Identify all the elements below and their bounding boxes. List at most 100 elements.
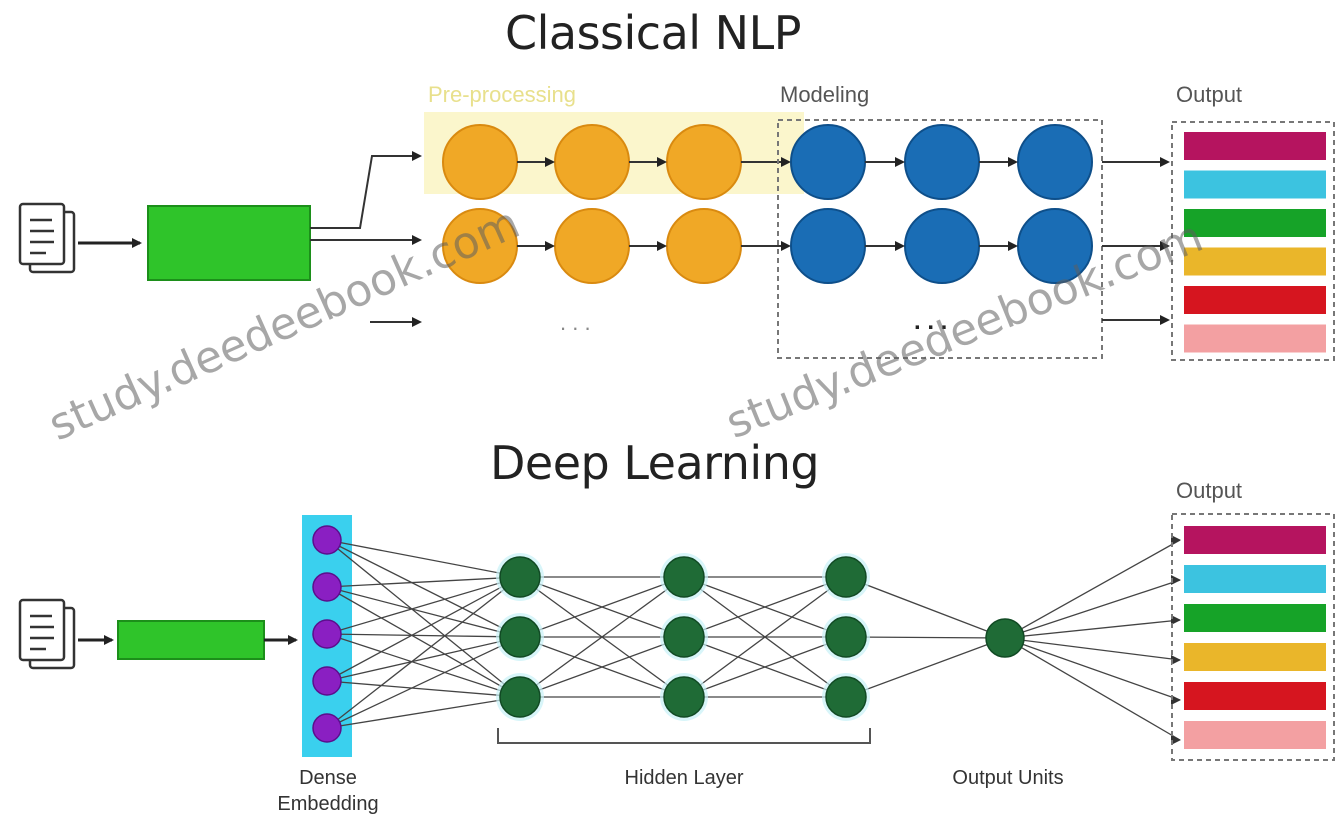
arrow-head [1171, 575, 1181, 585]
preprocessing-label: Pre-processing [428, 82, 576, 107]
hidden-node [825, 556, 867, 598]
connection [845, 576, 1006, 639]
hidden-layer-label: Hidden Layer [624, 767, 744, 789]
dense-label-line1: Dense [299, 767, 357, 789]
connection [326, 586, 521, 698]
output-bar [1184, 526, 1326, 554]
output-bar [1184, 604, 1326, 632]
classical-title: Classical NLP [505, 6, 801, 60]
modeling-box [777, 119, 1103, 359]
preprocessing-node [554, 124, 630, 200]
connection [1004, 619, 1181, 639]
connection [326, 576, 521, 682]
classical-output-label: Output [1176, 82, 1243, 107]
modeling-node [790, 208, 866, 284]
output-bar [1184, 247, 1326, 276]
hidden-node [825, 616, 867, 658]
network-nodes [312, 525, 1025, 743]
output-bar [1184, 286, 1326, 314]
connection [326, 539, 521, 638]
connection [326, 633, 521, 698]
modeling-node [790, 124, 866, 200]
output-box [1171, 121, 1335, 361]
connection [326, 680, 521, 698]
output-bar [1184, 170, 1326, 199]
modeling-node [1017, 208, 1093, 284]
modeling-node [904, 124, 980, 200]
preprocessing-nodes [442, 124, 742, 284]
output-bar [1184, 721, 1326, 749]
connection [845, 636, 1006, 639]
arrow-head [1171, 615, 1181, 625]
connection [519, 576, 685, 698]
output-bars [1184, 526, 1326, 749]
modeling-node [904, 208, 980, 284]
embedding-node [312, 666, 342, 696]
connection [326, 576, 521, 635]
connection [326, 576, 521, 729]
connection [1004, 579, 1181, 639]
connection [326, 636, 521, 682]
modeling-nodes [790, 124, 1093, 284]
connection [1004, 637, 1181, 741]
arrow-head [1171, 655, 1181, 665]
output-bar [1184, 565, 1326, 593]
output-bar [1184, 209, 1326, 237]
embedding-node [312, 572, 342, 602]
output-bars [1184, 132, 1326, 353]
arrow [310, 151, 422, 229]
hidden-node [663, 676, 705, 718]
connection [683, 636, 847, 698]
hidden-node [499, 616, 541, 658]
preprocessing-node [666, 208, 742, 284]
connection [326, 633, 521, 638]
connection [326, 539, 521, 698]
hidden-layer-bracket [497, 728, 871, 744]
connection [326, 696, 521, 729]
output-unit-node [985, 618, 1025, 658]
output-units-label: Output Units [952, 767, 1064, 789]
output-bar [1184, 682, 1326, 710]
deep-learning-title: Deep Learning [490, 436, 820, 490]
hidden-node [663, 556, 705, 598]
preprocessing-node [666, 124, 742, 200]
text-processing-box [147, 205, 311, 281]
output-bar [1184, 132, 1326, 160]
connection [326, 586, 521, 638]
preprocessing-ellipsis: . . . [560, 310, 591, 335]
modeling-ellipsis: . . . [914, 308, 948, 335]
arrow-head [1171, 735, 1181, 745]
embedding-node [312, 619, 342, 649]
dense-label-line2: Embedding [277, 793, 379, 815]
connection [1004, 637, 1181, 661]
hidden-node [825, 676, 867, 718]
connection [326, 636, 521, 729]
document-icon [18, 598, 76, 670]
arrow-head [1171, 695, 1181, 705]
connection [326, 576, 521, 588]
preprocessing-node [554, 208, 630, 284]
embedding-node [312, 713, 342, 743]
output-bar [1184, 324, 1326, 353]
connection [1004, 637, 1181, 701]
text-processing-box [117, 620, 265, 660]
deep-output-label: Output [1176, 478, 1243, 503]
modeling-node [1017, 124, 1093, 200]
network-connections [326, 535, 1181, 745]
connection [326, 539, 521, 578]
connection [683, 576, 847, 698]
hidden-node [663, 616, 705, 658]
connection [519, 636, 685, 698]
hidden-node [499, 556, 541, 598]
output-box [1171, 513, 1335, 761]
preprocessing-node [442, 124, 518, 200]
document-icon [18, 202, 76, 274]
connection [1004, 539, 1181, 639]
embedding-node [312, 525, 342, 555]
modeling-label: Modeling [780, 82, 870, 107]
hidden-node [499, 676, 541, 718]
output-bar [1184, 643, 1326, 671]
connection [519, 576, 685, 638]
arrow-head [1171, 535, 1181, 545]
